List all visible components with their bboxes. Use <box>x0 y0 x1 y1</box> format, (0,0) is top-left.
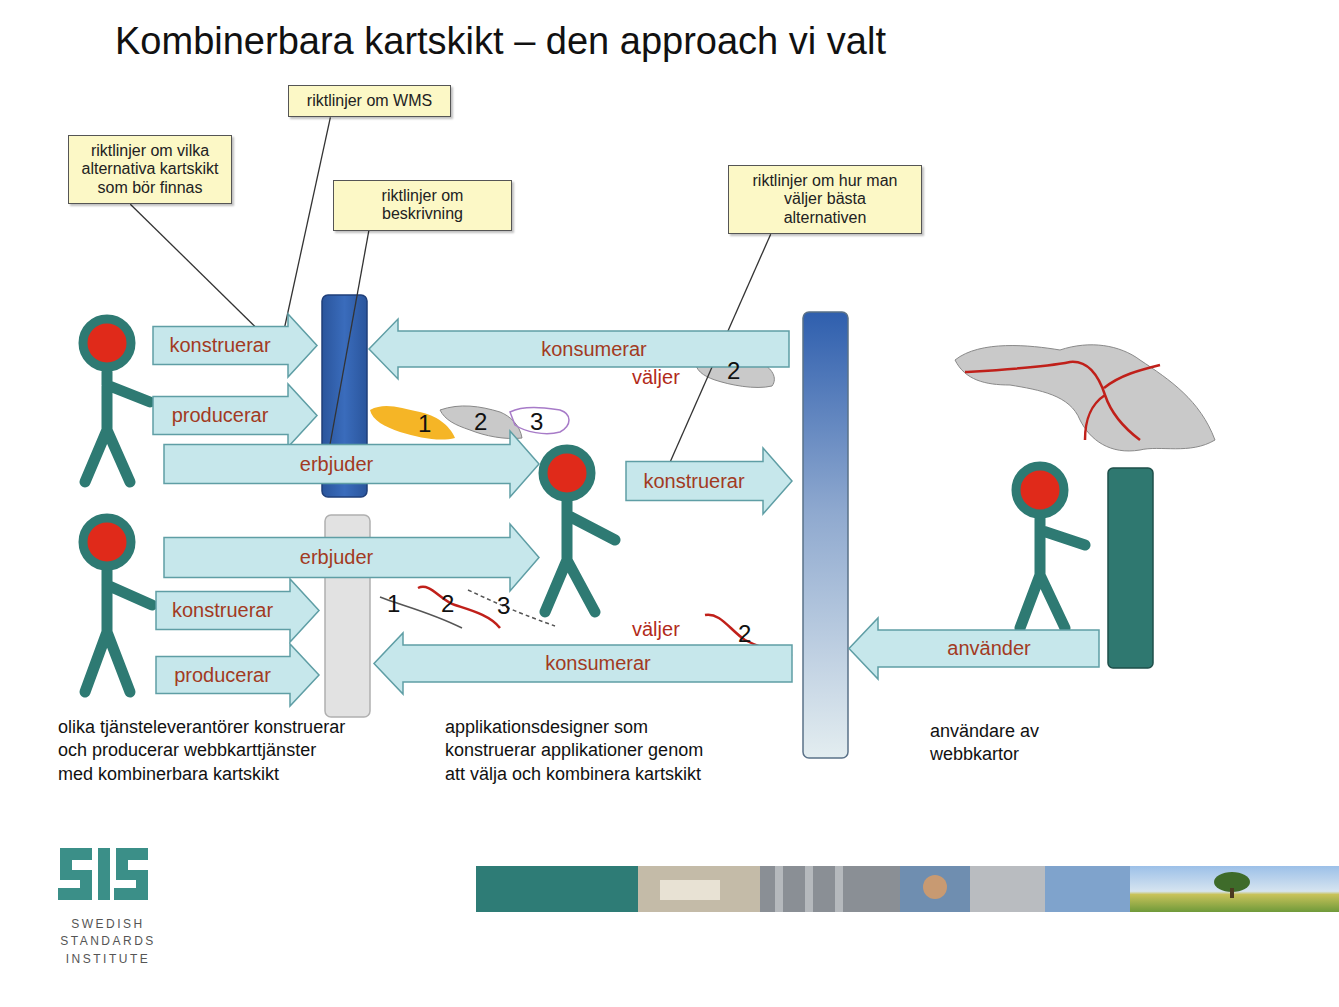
person-head <box>83 319 131 367</box>
sis-logo <box>58 848 148 900</box>
arrow-text: använder <box>947 637 1030 660</box>
arrow-text: konstruerar <box>643 470 744 493</box>
block-arrow: producerar <box>155 643 320 707</box>
callout-number: 2 <box>727 357 740 385</box>
callout-text: riktlinjer om beskrivning <box>346 187 499 224</box>
arrow-outline <box>849 618 1099 679</box>
arrow-outline <box>156 644 319 706</box>
arrow-outline <box>374 633 792 694</box>
arrow-label-area: konsumerar <box>403 645 793 682</box>
arrow-outline <box>153 314 317 377</box>
sis-logo <box>58 848 92 900</box>
callout-text: riktlinjer om WMS <box>301 92 438 110</box>
arrow-outline <box>156 579 319 642</box>
photo-strip <box>805 866 813 912</box>
arrow-text: konstruerar <box>169 334 270 357</box>
arrow-text: konsumerar <box>541 338 647 361</box>
arrow-label-area: konstruerar <box>155 592 290 630</box>
diagram-title: Kombinerbara kartskikt – den approach vi… <box>115 20 1339 63</box>
person-figure <box>545 500 615 612</box>
photo-strip <box>775 866 783 912</box>
label-text: väljer <box>632 366 680 389</box>
organisation-name: SWEDISH STANDARDS INSTITUTE <box>48 916 168 968</box>
guideline-callout: riktlinjer om hur man väljer bästa alter… <box>728 165 922 234</box>
label-text: väljer <box>632 618 680 641</box>
callout-number: 1 <box>387 590 400 618</box>
leader-line <box>285 117 331 326</box>
arrow-text: konstruerar <box>172 599 273 622</box>
arrow-text: producerar <box>172 404 269 427</box>
arrow-label-area: erbjuder <box>163 445 510 484</box>
photo-strip <box>1230 888 1234 898</box>
photo-strip <box>923 875 947 899</box>
block-arrow: erbjuder <box>163 430 540 498</box>
callout-number: 3 <box>530 408 543 436</box>
photo-strip <box>476 866 638 912</box>
arrow-label-area: erbjuder <box>163 538 510 578</box>
person-head <box>1016 466 1064 514</box>
photo-strip <box>638 866 760 912</box>
arrow-outline <box>153 384 317 447</box>
photo-strip <box>1130 866 1339 912</box>
photo-strip <box>835 866 843 912</box>
photo-strip <box>760 866 900 912</box>
arrow-outline <box>164 431 539 497</box>
block-arrow: konstruerar <box>155 578 320 643</box>
arrow-text: erbjuder <box>300 546 373 569</box>
photo-strip <box>900 866 970 912</box>
guideline-callout: riktlinjer om beskrivning <box>333 180 512 231</box>
arrow-text: konsumerar <box>545 652 651 675</box>
person-figure <box>85 570 152 692</box>
callout-number: 2 <box>738 620 751 648</box>
arrow-label-area: konstruerar <box>625 462 763 501</box>
sis-logo <box>98 848 110 900</box>
map-line-sample <box>468 590 555 626</box>
photo-strip <box>476 866 1339 912</box>
map-line-sample <box>418 587 500 628</box>
block-arrow: konstruerar <box>625 447 793 515</box>
arrow-label-area: använder <box>878 630 1100 667</box>
callout-text: riktlinjer om vilka alternativa kartskik… <box>81 142 219 197</box>
callout-number: 3 <box>497 592 510 620</box>
user-bar <box>1108 468 1153 668</box>
photo-strip <box>970 866 1045 912</box>
caption-text: användare av webbkartor <box>930 720 1090 767</box>
leader-line <box>330 231 369 445</box>
person-figure <box>85 372 150 482</box>
block-arrow: producerar <box>152 383 318 448</box>
person-figure <box>1020 517 1085 628</box>
caption-text: applikationsdesigner som konstruerar app… <box>445 716 715 786</box>
callout-number: 2 <box>441 590 454 618</box>
block-arrow: konsumerar <box>368 318 790 380</box>
arrow-label-area: producerar <box>152 397 288 435</box>
block-arrow: konsumerar <box>373 632 793 695</box>
block-arrow: erbjuder <box>163 523 540 592</box>
caption-text: olika tjänsteleverantörer konstruerar oc… <box>58 716 353 786</box>
block-arrow: konstruerar <box>152 313 318 378</box>
application-bar <box>803 312 848 758</box>
arrow-outline <box>626 448 792 514</box>
callout-number: 1 <box>418 410 431 438</box>
leader-line <box>130 204 255 326</box>
arrow-outline <box>164 524 539 591</box>
arrow-outline <box>369 319 789 379</box>
guideline-callout: riktlinjer om WMS <box>288 85 451 117</box>
block-arrow: använder <box>848 617 1100 680</box>
person-head <box>83 518 131 566</box>
arrow-text: producerar <box>174 664 271 687</box>
photo-strip <box>660 880 720 900</box>
arrow-label-area: konstruerar <box>152 327 288 365</box>
callout-text: riktlinjer om hur man väljer bästa alter… <box>741 172 909 227</box>
arrow-text: erbjuder <box>300 453 373 476</box>
arrow-label-area: producerar <box>155 657 290 694</box>
combined-map <box>955 345 1215 451</box>
guideline-callout: riktlinjer om vilka alternativa kartskik… <box>68 135 232 204</box>
combined-map-river <box>965 362 1160 440</box>
callout-number: 2 <box>474 408 487 436</box>
photo-strip <box>1045 866 1130 912</box>
sis-logo <box>114 848 148 900</box>
person-head <box>543 449 591 497</box>
